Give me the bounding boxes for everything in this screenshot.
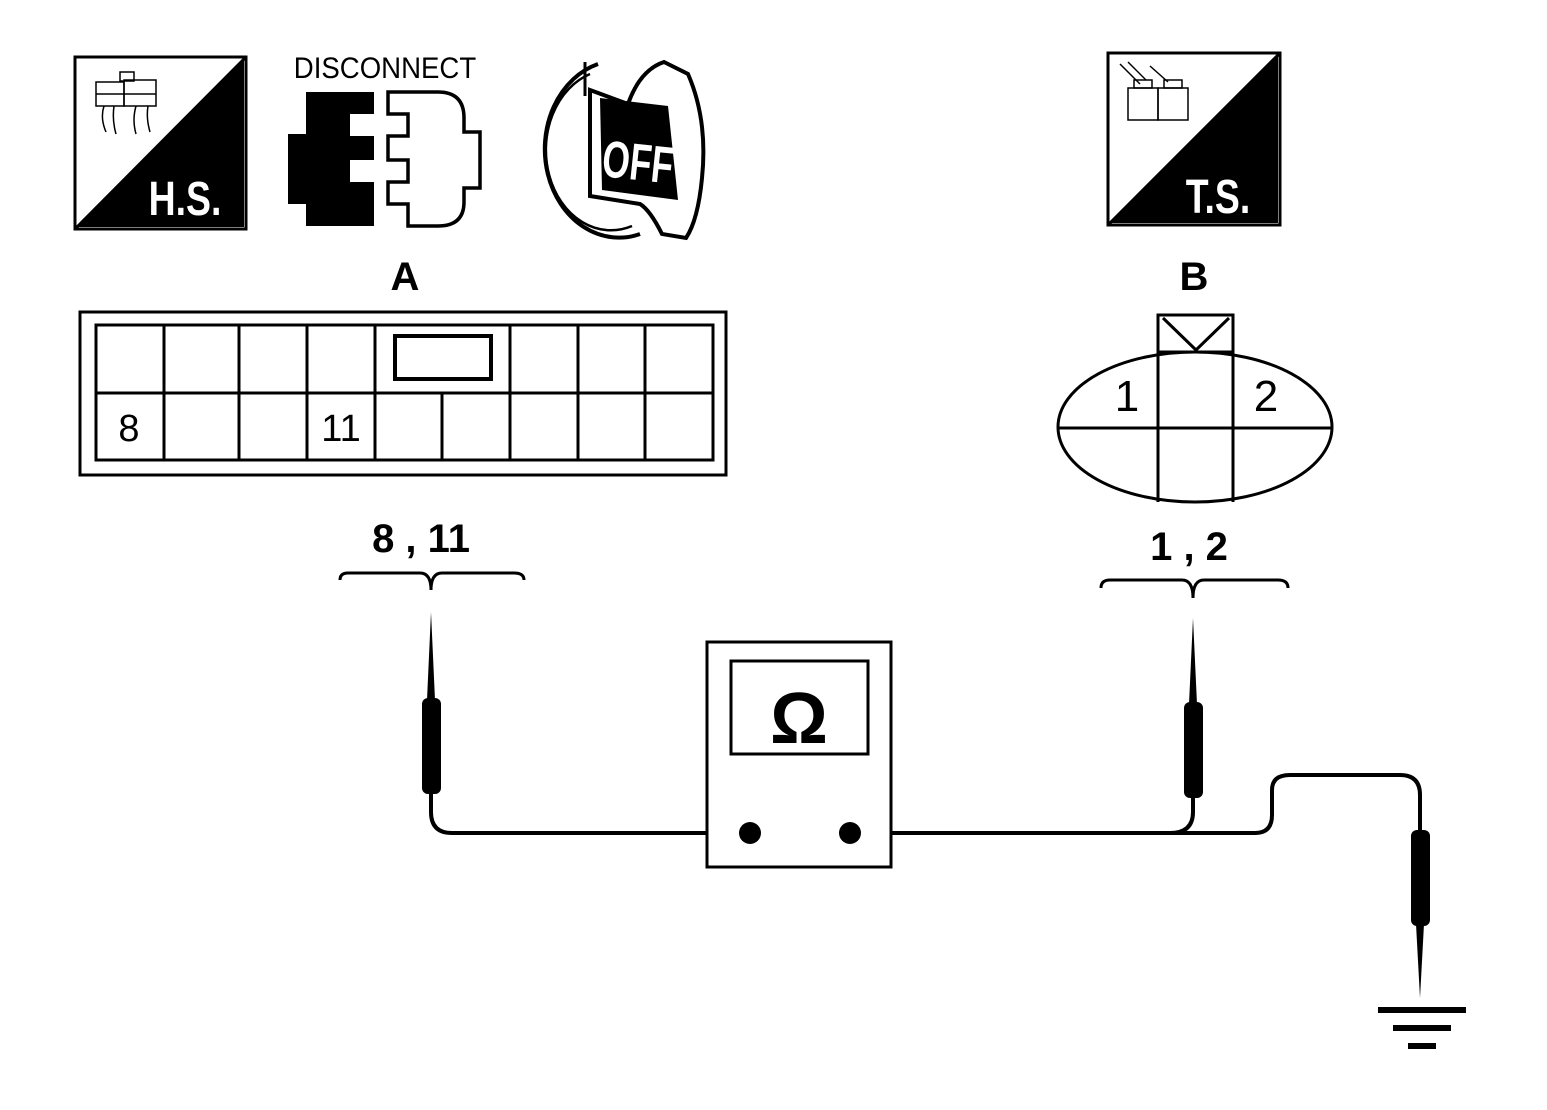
connector-b-letter: B — [1180, 255, 1209, 299]
probe-a — [422, 612, 750, 835]
meter-terminal-negative — [739, 822, 761, 844]
meter-terminal-positive — [839, 822, 861, 844]
ignition-off-icon: OFF — [542, 59, 706, 241]
harness-side-icon: H.S. — [73, 55, 248, 231]
ohmmeter-symbol: Ω — [770, 679, 828, 759]
probe-b-label: 1 , 2 — [1150, 525, 1228, 569]
connector-a-terminal-8: 8 — [118, 408, 139, 450]
connector-plug-icon — [288, 92, 374, 226]
ground-icon — [1378, 1007, 1466, 1049]
connector-a-terminal-11: 11 — [321, 408, 360, 450]
terminal-side-label: T.S. — [1186, 171, 1250, 225]
ignition-off-label: OFF — [600, 131, 676, 195]
connector-a-latch — [393, 334, 493, 381]
ohmmeter-icon: Ω — [705, 640, 893, 869]
connector-socket-icon — [386, 90, 482, 228]
probe-b-brace — [1099, 578, 1290, 599]
probe-a-label: 8 , 11 — [372, 517, 470, 561]
probe-b — [850, 618, 1203, 835]
connector-a: 8 11 — [78, 310, 728, 477]
connector-b-terminal-1: 1 — [1115, 372, 1139, 421]
probe-a-brace — [338, 571, 526, 591]
harness-side-label: H.S. — [149, 173, 222, 227]
disconnect-icon: DISCONNECT — [288, 52, 482, 228]
terminal-side-icon: T.S. — [1106, 51, 1282, 227]
connector-b-terminal-2: 2 — [1254, 372, 1278, 421]
ground-lead — [1170, 773, 1430, 998]
connector-b: 1 2 — [1056, 313, 1334, 504]
disconnect-label: DISCONNECT — [294, 52, 476, 85]
connector-a-letter: A — [391, 255, 420, 299]
